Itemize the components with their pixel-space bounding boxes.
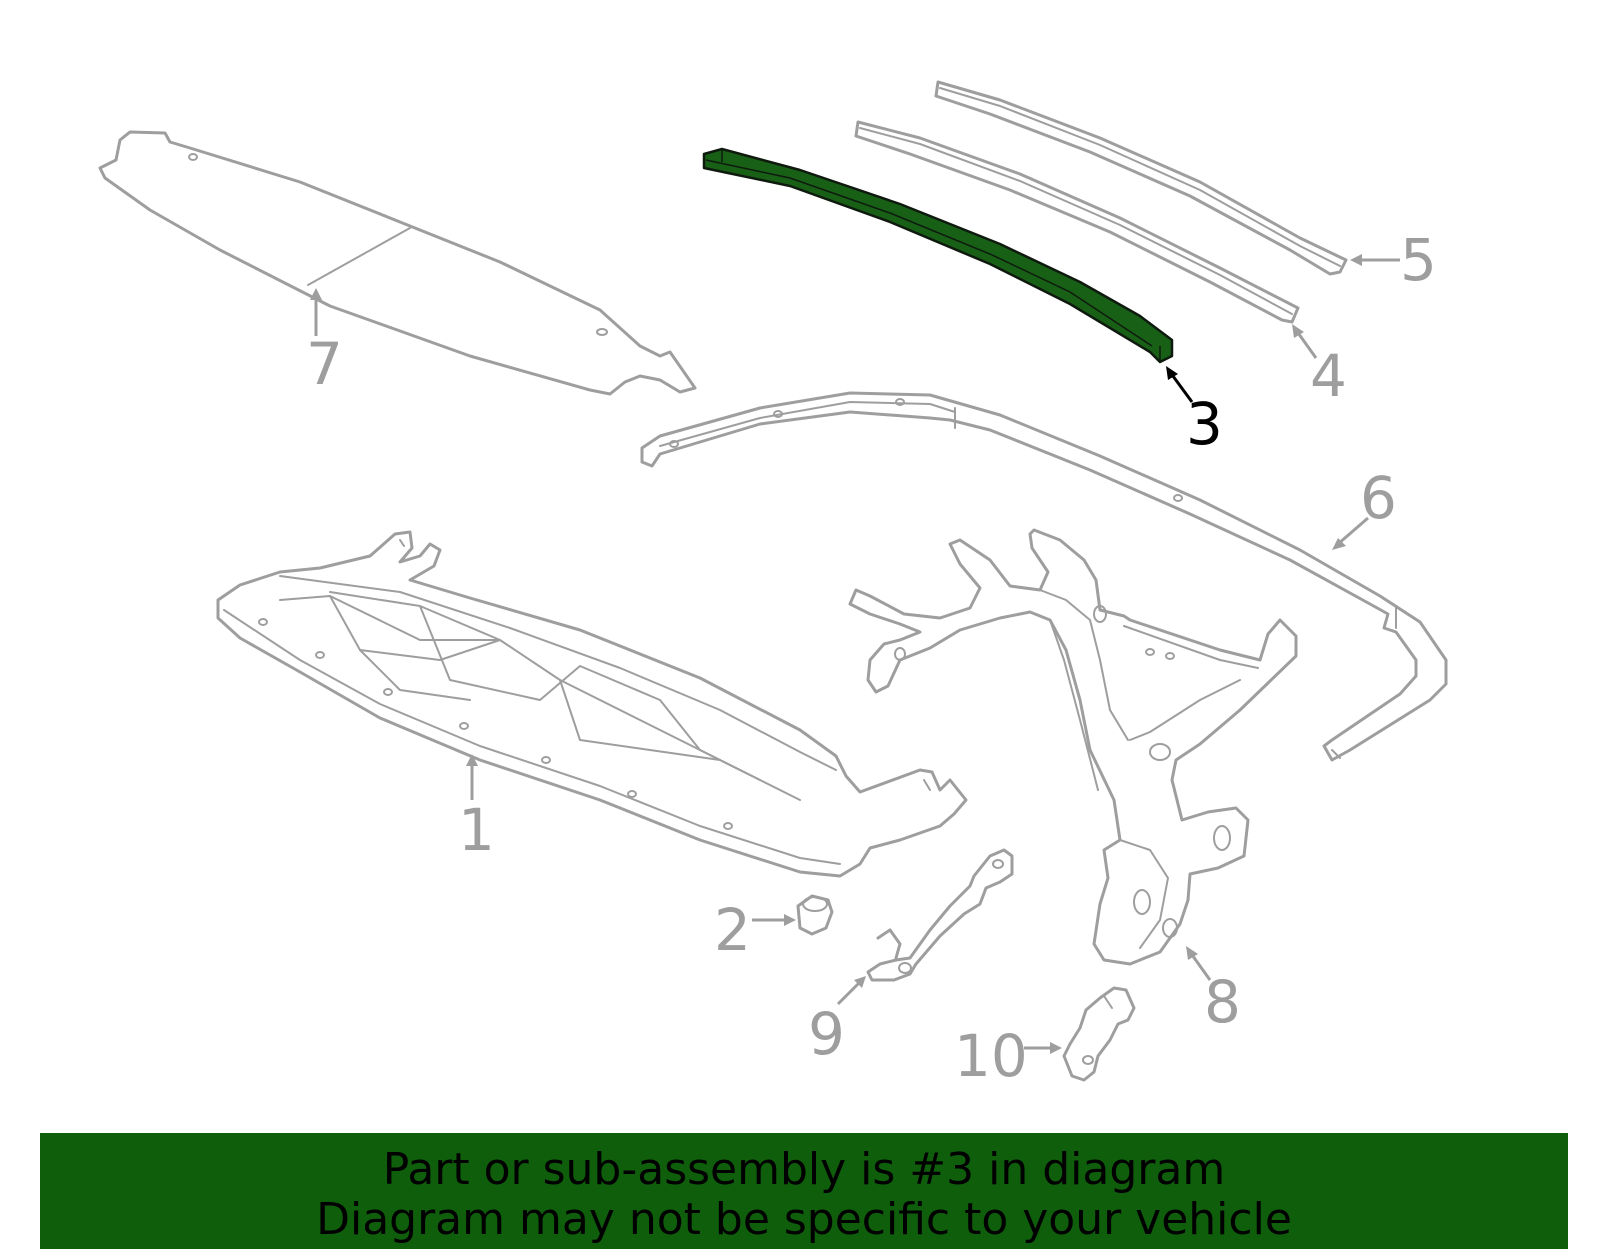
part-1-lid-frame <box>216 530 968 878</box>
callout-8: 8 <box>1204 968 1241 1036</box>
callout-9: 9 <box>808 1000 845 1068</box>
callout-5: 5 <box>1400 226 1437 294</box>
leader-lines <box>310 254 1400 1054</box>
callout-2: 2 <box>714 896 751 964</box>
callout-6: 6 <box>1360 464 1397 532</box>
info-banner: Part or sub-assembly is #3 in diagram Di… <box>40 1133 1568 1249</box>
callout-1: 1 <box>458 796 495 864</box>
part-3-shape <box>702 147 1174 364</box>
part-6-header-bow <box>640 391 1448 762</box>
part-10-bracket <box>1062 986 1136 1082</box>
callout-4: 4 <box>1310 342 1347 410</box>
banner-line-2: Diagram may not be specific to your vehi… <box>316 1194 1292 1245</box>
part-4-rail <box>854 120 1300 324</box>
part-8-linkage-assembly <box>848 528 1298 966</box>
callout-10: 10 <box>954 1022 1028 1090</box>
leader-3 <box>1168 371 1194 403</box>
banner-line-1: Part or sub-assembly is #3 in diagram <box>382 1144 1226 1195</box>
part-2-bushing <box>796 894 834 936</box>
leader-6 <box>1337 516 1369 546</box>
callout-numbers: 1 2 3 4 5 6 7 8 9 10 <box>306 226 1437 1090</box>
callout-3: 3 <box>1186 390 1223 458</box>
callout-7: 7 <box>306 330 343 398</box>
part-3-weatherstrip-highlighted <box>702 147 1174 364</box>
part-9-link-arm <box>866 848 1014 982</box>
part-5-rail <box>934 80 1348 276</box>
part-7-cover-panel <box>98 130 697 396</box>
